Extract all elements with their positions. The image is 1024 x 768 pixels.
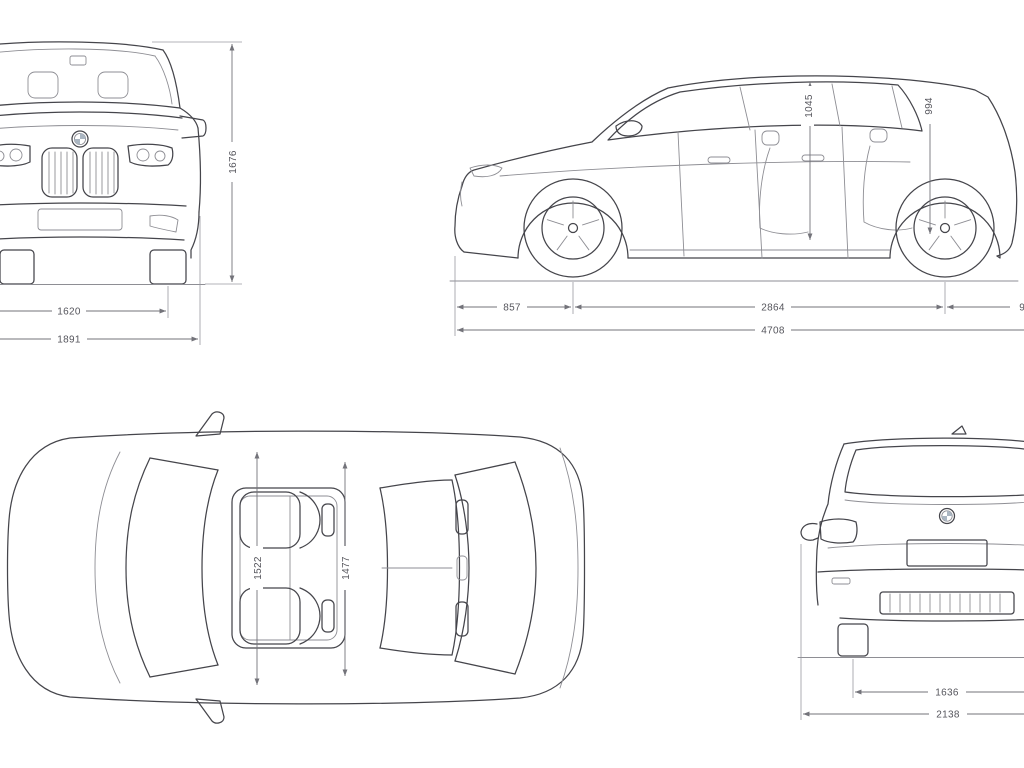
rear-view: 1636 2138 — [797, 425, 1024, 721]
rear-mirror-left — [800, 522, 819, 541]
antenna-fin — [951, 425, 967, 435]
rear-dimensions: 1636 2138 — [800, 544, 1024, 721]
front-plate-recess — [37, 208, 123, 231]
top-car-outline — [6, 411, 586, 724]
top-view: 1522 1477 — [6, 411, 586, 724]
side-dimensions: 1045 994 857 2864 987 4708 — [454, 82, 1024, 337]
character-line — [499, 161, 911, 177]
license-plate — [906, 539, 988, 567]
side-car-outline — [449, 75, 1019, 282]
front-wheel-right — [149, 249, 187, 285]
rear-window — [844, 445, 1024, 498]
bmw-logo — [71, 130, 89, 148]
front-seats — [239, 491, 335, 645]
front-car-outline — [0, 41, 207, 285]
kidney-grille — [41, 147, 119, 198]
dim-height-label: 1676 — [228, 150, 239, 174]
dim-rear-track-label: 1636 — [935, 688, 959, 699]
dim-headroom-front-label: 1045 — [804, 94, 815, 118]
top-mirror-upper — [195, 411, 225, 437]
dim-track-label: 1620 — [57, 307, 81, 318]
rear-wheel — [895, 178, 995, 278]
dim-interior-rear-label: 1477 — [341, 556, 352, 580]
rearview-mirror — [69, 55, 87, 66]
door-handle-front — [707, 156, 731, 164]
front-wheel — [523, 178, 623, 278]
rear-bench — [379, 479, 469, 656]
headrest-right — [97, 71, 129, 99]
rear-wheel-left — [837, 623, 869, 657]
top-mirror-lower — [195, 698, 225, 724]
top-dimensions: 1522 1477 — [250, 452, 352, 685]
side-mirror-right — [179, 115, 207, 139]
headlight-right — [127, 143, 174, 167]
front-wheel-left — [0, 249, 35, 285]
front-view: 1676 1620 1891 — [0, 41, 242, 346]
headrest-left — [27, 71, 59, 99]
front-dimensions: 1676 1620 1891 — [0, 41, 242, 346]
headlight-left — [0, 143, 31, 167]
side-view: 1045 994 857 2864 987 4708 — [449, 75, 1024, 337]
dim-length-label: 4708 — [761, 326, 785, 337]
taillight-left — [819, 518, 858, 544]
interior-seats — [759, 128, 913, 235]
bmw-logo-rear — [938, 507, 956, 525]
grille-edge — [460, 181, 463, 207]
door-handle-rear — [801, 154, 825, 162]
rear-diffuser — [879, 591, 1015, 615]
sunroof — [231, 487, 346, 649]
dim-rear-overhang-label: 987 — [1019, 303, 1024, 314]
dim-width-label: 1891 — [57, 335, 81, 346]
dim-mirror-width-label: 2138 — [936, 710, 960, 721]
dim-headroom-rear-label: 994 — [924, 97, 935, 115]
side-mirror — [615, 120, 643, 137]
headlight-side — [469, 164, 503, 178]
rear-car-outline — [797, 425, 1024, 658]
dim-front-overhang-label: 857 — [503, 303, 521, 314]
dim-wheelbase-label: 2864 — [761, 303, 785, 314]
dim-interior-front-label: 1522 — [253, 556, 264, 580]
